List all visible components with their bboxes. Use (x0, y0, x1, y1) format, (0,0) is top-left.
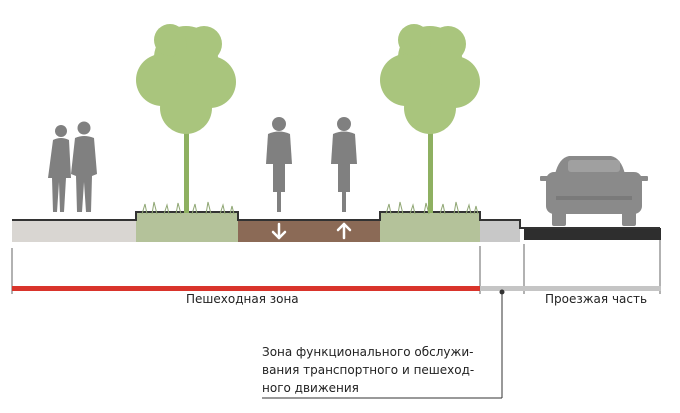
cyclist-icon (266, 117, 292, 212)
grass-strip-right (380, 212, 480, 242)
service-zone-label-line: ного движения (262, 381, 359, 395)
pedestrian-couple-icon (48, 121, 97, 212)
car-icon (540, 156, 648, 226)
service-zone-bar (480, 286, 524, 291)
arrow-up-icon (336, 222, 352, 240)
curb-service-strip (480, 220, 520, 242)
grass-strip-left (136, 212, 238, 242)
sidewalk-surface (12, 220, 136, 242)
pedestrian-zone-bar (12, 286, 480, 291)
cyclist-icon (331, 117, 357, 212)
grass-tufts (141, 201, 479, 215)
service-zone-label-line: вания транспортного и пешеход- (262, 363, 475, 377)
tree-icon (136, 24, 236, 213)
ground-profile-line (12, 211, 660, 229)
arrow-down-icon (271, 222, 287, 240)
roadway-zone-bar (524, 286, 661, 291)
tree-icon (380, 24, 480, 213)
roadway-surface (524, 228, 661, 240)
roadway-label: Проезжая часть (545, 292, 648, 306)
pedestrian-zone-label: Пешеходная зона (186, 292, 299, 306)
bike-lane-surface (238, 220, 380, 242)
service-zone-label: Зона функционального обслужи- вания тран… (262, 343, 474, 397)
dimension-lines (11, 240, 661, 294)
callout-leader (262, 289, 505, 399)
service-zone-label-line: Зона функционального обслужи- (262, 345, 474, 359)
